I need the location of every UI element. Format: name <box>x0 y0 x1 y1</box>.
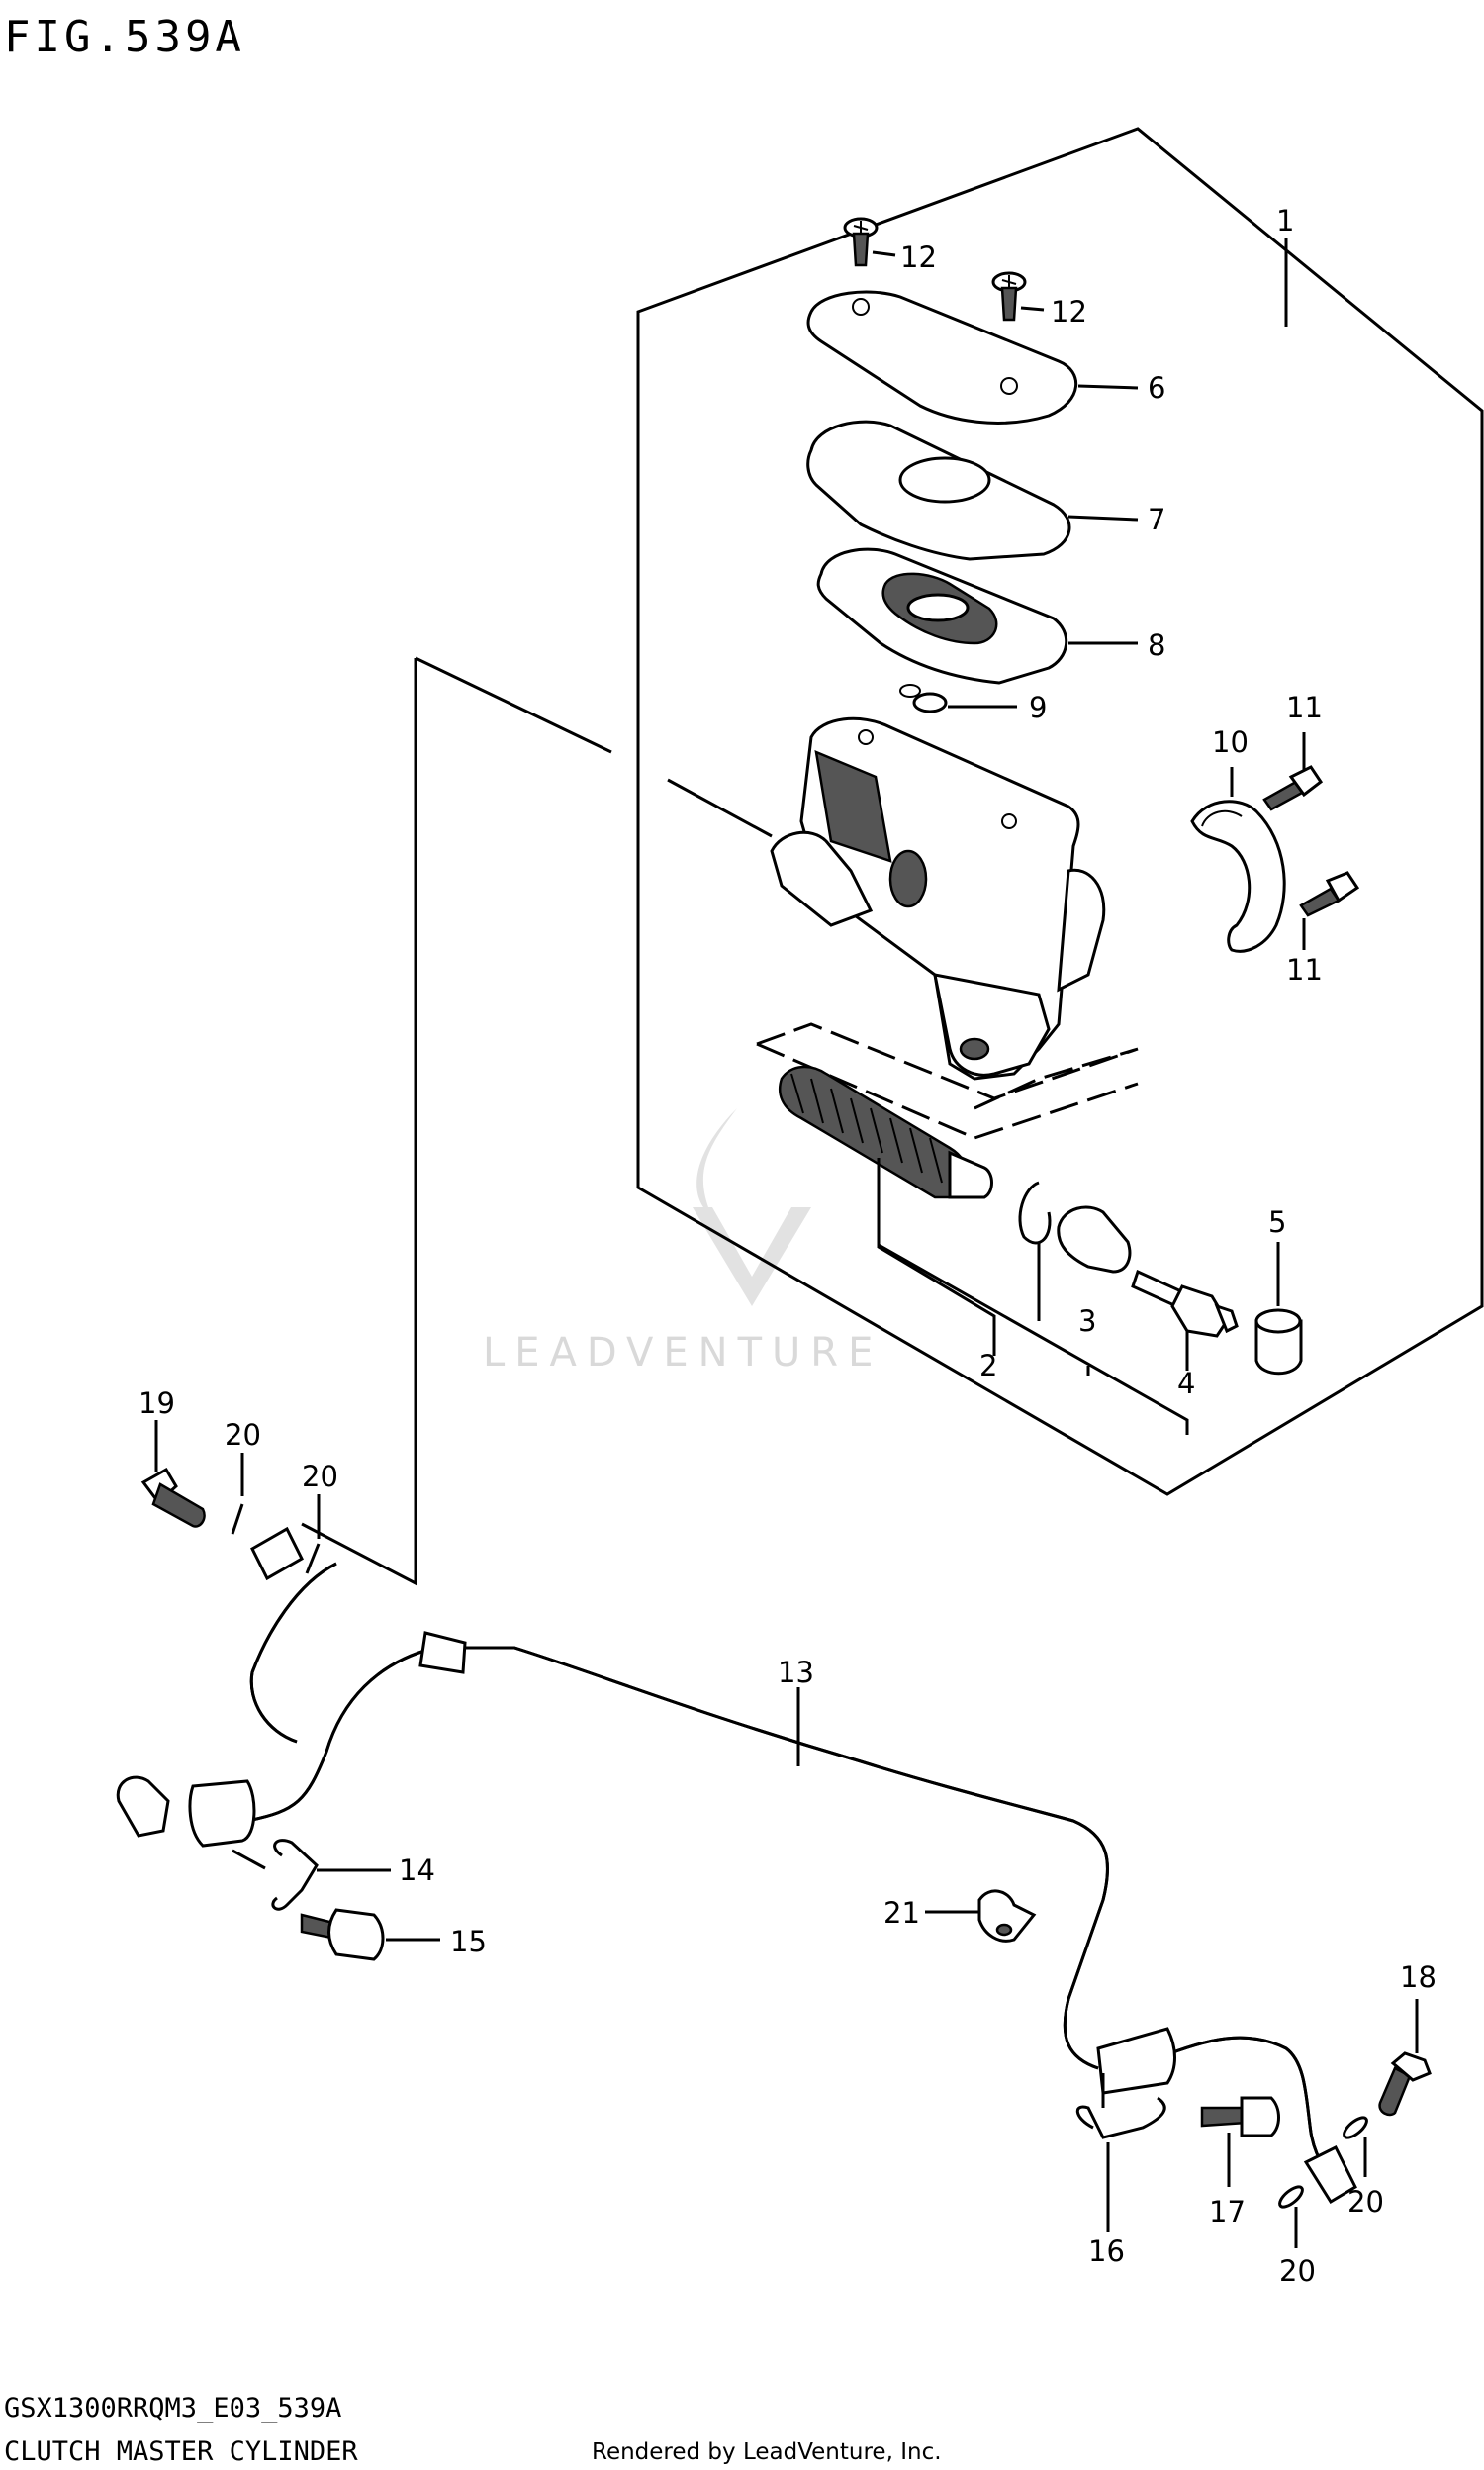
piston-spring <box>778 1065 993 1199</box>
hose-clip-16 <box>1075 2096 1166 2139</box>
circlip <box>1018 1181 1052 1245</box>
callout-20a: 20 <box>225 1418 261 1452</box>
washer-20b <box>305 1543 321 1574</box>
callout-11a: 11 <box>1286 691 1323 724</box>
reservoir-cap <box>806 290 1077 425</box>
clamp-bolt-lower <box>1299 871 1360 917</box>
callout-9: 9 <box>1029 691 1047 724</box>
callout-11b: 11 <box>1286 953 1323 987</box>
callout-18: 18 <box>1400 1960 1437 1994</box>
figure-title: FIG.539A <box>4 12 245 62</box>
dust-boot <box>1057 1205 1132 1274</box>
callout-12b: 12 <box>1051 295 1087 329</box>
callout-7: 7 <box>1148 503 1165 536</box>
assembly-outline <box>636 127 1484 1496</box>
section-name: CLUTCH MASTER CYLINDER <box>4 2436 358 2467</box>
leader-3 <box>1037 1242 1090 1376</box>
callout-12a: 12 <box>900 240 937 274</box>
callout-5: 5 <box>1268 1205 1286 1239</box>
washer-20a <box>231 1503 244 1535</box>
callout-13: 13 <box>778 1656 814 1689</box>
callout-19: 19 <box>139 1386 175 1420</box>
callout-8: 8 <box>1148 628 1165 662</box>
callout-21: 21 <box>883 1896 920 1930</box>
callout-17: 17 <box>1209 2195 1246 2229</box>
master-cylinder-body <box>770 716 1106 1081</box>
callout-10: 10 <box>1212 725 1249 759</box>
boot-cap <box>1254 1308 1303 1376</box>
callout-4: 4 <box>1177 1367 1195 1400</box>
model-code: GSX1300RRQM3_E03_539A <box>4 2393 341 2423</box>
callout-16: 16 <box>1088 2234 1125 2268</box>
cap-screw-1 <box>843 217 879 267</box>
washer-20c <box>1343 2116 1368 2139</box>
piston-box <box>756 1022 1139 1140</box>
leader-12a <box>872 250 896 257</box>
dash-14 <box>232 1849 266 1870</box>
hose-clamp-21 <box>977 1889 1037 1943</box>
leader-12b <box>1020 306 1045 312</box>
clamp-bolt-upper <box>1262 765 1324 811</box>
callout-1: 1 <box>1276 204 1294 238</box>
watermark-text: LEADVENTURE <box>483 1330 882 1376</box>
callout-3: 3 <box>1078 1304 1096 1338</box>
clutch-hose <box>116 1526 1357 2205</box>
leader-7 <box>1067 515 1139 522</box>
washer-20d <box>1278 2185 1304 2209</box>
callout-6: 6 <box>1148 371 1165 405</box>
push-rod <box>1131 1269 1239 1338</box>
callout-20b: 20 <box>302 1460 338 1493</box>
callout-20d: 20 <box>1279 2254 1316 2288</box>
watermark: LEADVENTURE <box>483 1108 882 1376</box>
callout-15: 15 <box>450 1925 487 1958</box>
hose-clip-14 <box>271 1839 319 1911</box>
hose-bolt-15 <box>300 1908 385 1961</box>
ring-9 <box>912 692 948 713</box>
hose-bolt-17 <box>1200 2096 1280 2138</box>
cap-screw-2 <box>991 271 1027 322</box>
callout-14: 14 <box>399 1853 435 1887</box>
callout-20c: 20 <box>1347 2185 1384 2219</box>
leader-6 <box>1077 384 1139 390</box>
callout-2: 2 <box>979 1349 997 1382</box>
leader-2 <box>877 1158 996 1356</box>
body-dash-left <box>667 778 773 838</box>
union-bolt-19 <box>140 1467 206 1528</box>
dash-line <box>415 656 612 754</box>
clamp <box>1190 800 1286 953</box>
render-credit: Rendered by LeadVenture, Inc. <box>592 2439 942 2465</box>
hose-outline-line <box>301 658 417 1586</box>
union-bolt-18 <box>1378 2051 1432 2117</box>
